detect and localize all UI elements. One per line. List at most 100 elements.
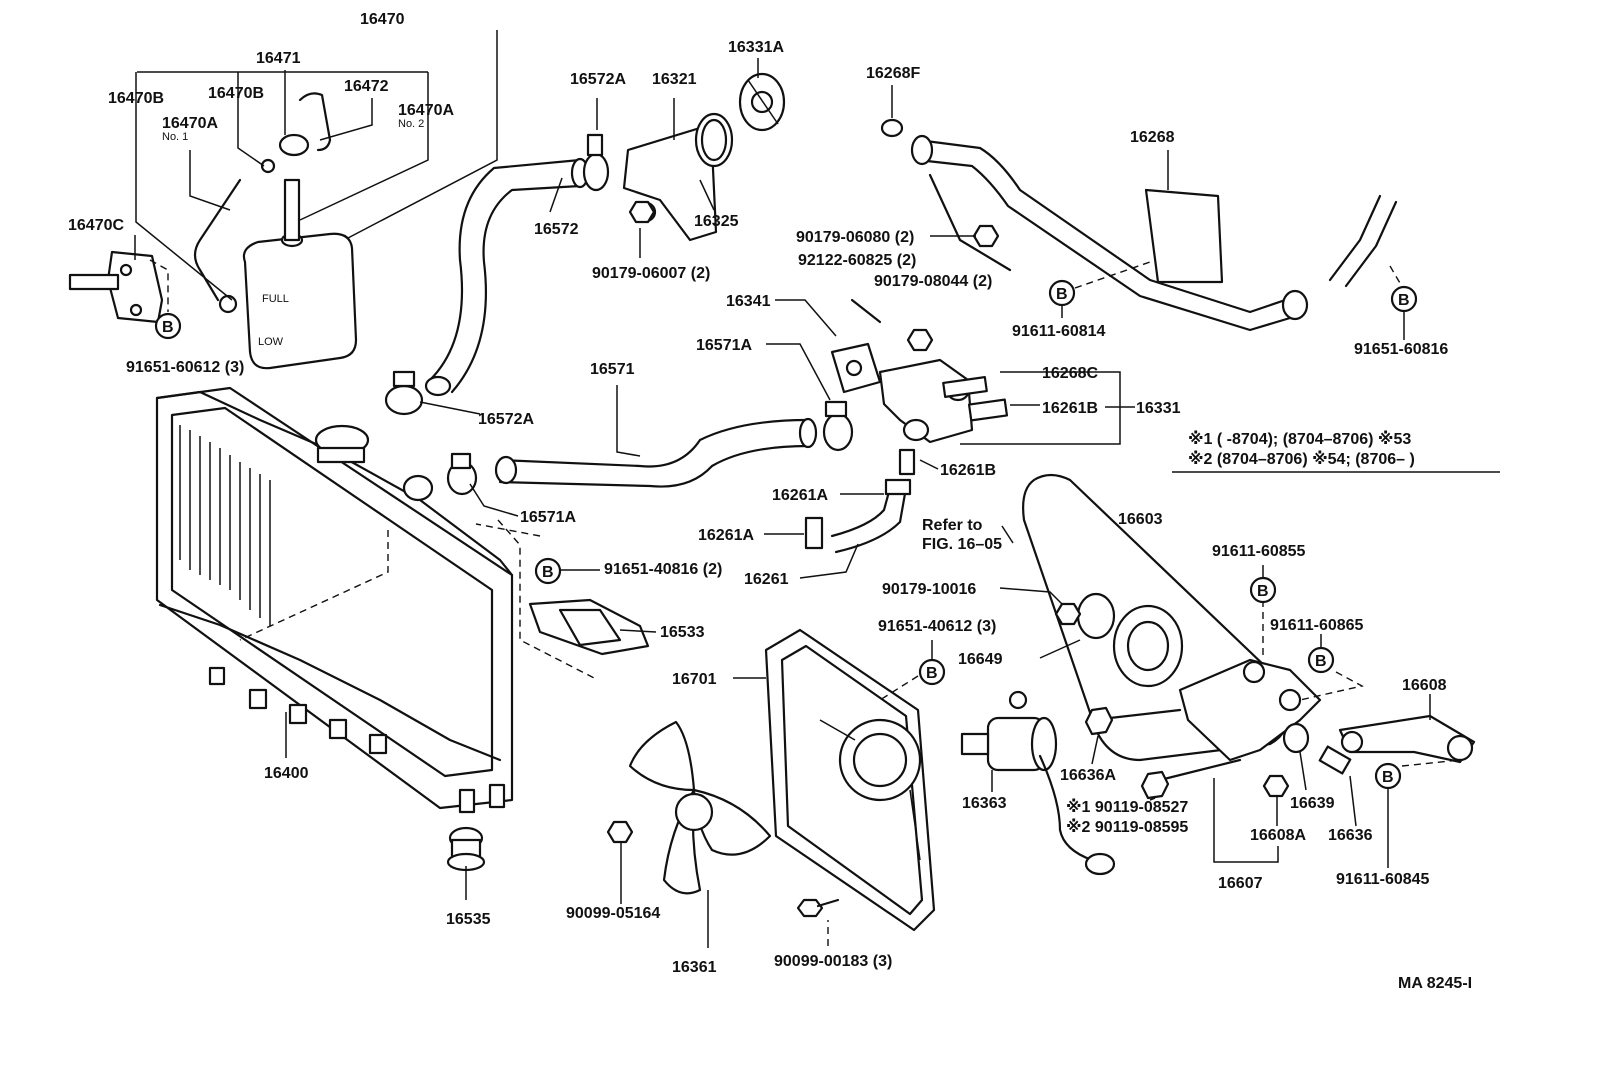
- label-91651-40612: 91651-40612 (3): [878, 618, 996, 635]
- label-16325: 16325: [694, 213, 739, 230]
- bolt-marker-91651-40612: B: [918, 658, 946, 686]
- label-16608: 16608: [1402, 677, 1447, 694]
- label-90099-05164: 90099-05164: [566, 905, 660, 922]
- label-16470A-2: 16470A: [398, 102, 454, 119]
- water-bypass-pipe-16268: [880, 118, 1398, 332]
- label-90179-08044: 90179-08044 (2): [874, 273, 992, 290]
- pipe-16261B: [967, 398, 1009, 422]
- gasket-16341: [830, 342, 882, 394]
- label-16533: 16533: [660, 624, 705, 641]
- water-inlet-16331: [878, 358, 974, 444]
- label-16321: 16321: [652, 71, 697, 88]
- bolt-marker-91651-60816: B: [1390, 285, 1418, 313]
- label-16363: 16363: [962, 795, 1007, 812]
- label-16571: 16571: [590, 361, 635, 378]
- label-16571A-bottom: 16571A: [520, 509, 576, 526]
- v-belt-16603: [1022, 473, 1293, 762]
- label-90119-08527: ※1 90119-08527: [1066, 798, 1188, 816]
- label-16400: 16400: [264, 765, 309, 782]
- refer-note-line2: FIG. 16–05: [922, 536, 1002, 553]
- label-16608A: 16608A: [1250, 827, 1306, 844]
- label-16470A-2-no: No. 2: [398, 118, 424, 130]
- fan-shroud-16701: [764, 628, 936, 932]
- hose-clamp-16571A-top: [822, 400, 854, 452]
- hose-clamp-16572A-top: [582, 133, 610, 192]
- label-16572A-top: 16572A: [570, 71, 626, 88]
- label-91611-60865: 91611-60865: [1270, 617, 1364, 634]
- radiator-upper-inlet: [402, 474, 434, 502]
- hose-clamp-16572A-mid: [384, 370, 424, 416]
- label-92122-60825: 92122-60825 (2): [798, 252, 916, 269]
- reservoir-low-mark: LOW: [258, 336, 284, 348]
- leader-lines: [134, 30, 1500, 948]
- label-16470C: 16470C: [68, 217, 124, 234]
- alternator-bracket-16607: [1084, 658, 1322, 800]
- label-16331: 16331: [1136, 400, 1181, 417]
- pulley-16649: [1054, 592, 1184, 688]
- refer-note-line1: Refer to: [922, 517, 983, 534]
- label-16341: 16341: [726, 293, 771, 310]
- adjusting-bar-16608: [1338, 714, 1476, 764]
- bolt-90099-05164: [606, 820, 634, 844]
- label-16571A-top: 16571A: [696, 337, 752, 354]
- label-16268F: 16268F: [866, 65, 920, 82]
- reservoir-bracket-16470C: [68, 250, 164, 324]
- cooling-fan-16361: [628, 720, 772, 895]
- label-16470A-1: 16470A: [162, 115, 218, 132]
- mount-cushion-16535: [446, 826, 486, 872]
- label-16261A-b: 16261A: [698, 527, 754, 544]
- hose-16261: [804, 448, 916, 554]
- label-90179-10016: 90179-10016: [882, 581, 976, 598]
- bolt-marker-91651-60612: B: [154, 312, 182, 340]
- label-16472: 16472: [344, 78, 389, 95]
- nut-90179-06080: [972, 224, 1000, 248]
- bolt-90099-00183: [796, 898, 840, 918]
- bolt-marker-91611-60845: B: [1374, 762, 1402, 790]
- radiator-16400: [155, 386, 514, 814]
- label-90119-08595: ※2 90119-08595: [1066, 818, 1188, 836]
- label-91651-40816: 91651-40816 (2): [604, 561, 722, 578]
- label-16636A: 16636A: [1060, 767, 1116, 784]
- part-labels: 16470 16471 16472 16470B 16470B 16470A N…: [68, 11, 1472, 992]
- nut-90179-08044: [906, 328, 934, 352]
- radiator-core-fins: [179, 425, 271, 626]
- label-16603: 16603: [1118, 511, 1163, 528]
- label-90179-06007: 90179-06007 (2): [592, 265, 710, 282]
- label-91651-60612: 91651-60612 (3): [126, 359, 244, 376]
- label-90099-00183: 90099-00183 (3): [774, 953, 892, 970]
- svg-text:B: B: [542, 564, 554, 581]
- label-16701: 16701: [672, 671, 717, 688]
- label-16261A-a: 16261A: [772, 487, 828, 504]
- label-91611-60814: 91611-60814: [1012, 323, 1106, 340]
- label-16470A-1-no: No. 1: [162, 131, 188, 143]
- label-91651-60816: 91651-60816: [1354, 341, 1448, 358]
- label-90179-06080: 90179-06080 (2): [796, 229, 914, 246]
- svg-text:B: B: [1398, 292, 1410, 309]
- bolt-marker-91651-40816: B: [534, 557, 562, 585]
- label-16636: 16636: [1328, 827, 1373, 844]
- svg-text:B: B: [1056, 286, 1068, 303]
- label-16607: 16607: [1218, 875, 1263, 892]
- applicability-note-2: ※2 (8704–8706) ※54; (8706– ): [1188, 450, 1415, 468]
- label-91611-60855: 91611-60855: [1212, 543, 1306, 560]
- hose-clamp-16571A-bottom: [446, 452, 478, 496]
- bushing-16639: [1282, 722, 1310, 754]
- bolt-92122-60825: [850, 298, 882, 324]
- gasket-16325: [694, 112, 734, 168]
- fan-motor-16363: [960, 690, 1116, 876]
- label-16649: 16649: [958, 651, 1003, 668]
- svg-text:B: B: [1382, 769, 1394, 786]
- label-91611-60845: 91611-60845: [1336, 871, 1430, 888]
- reservoir-tank-16470: FULL LOW: [193, 92, 358, 370]
- label-16572A-mid: 16572A: [478, 411, 534, 428]
- bolt-marker-91611-60855: B: [1249, 576, 1277, 604]
- nut-90179-06007: [628, 200, 656, 224]
- svg-text:B: B: [162, 319, 174, 336]
- label-16470B-1: 16470B: [108, 90, 164, 107]
- label-16361: 16361: [672, 959, 717, 976]
- figure-code: MA 8245-I: [1398, 975, 1472, 992]
- bolt-marker-91611-60814: B: [1048, 279, 1076, 307]
- svg-text:B: B: [1315, 653, 1327, 670]
- label-16261B-a: 16261B: [1042, 400, 1098, 417]
